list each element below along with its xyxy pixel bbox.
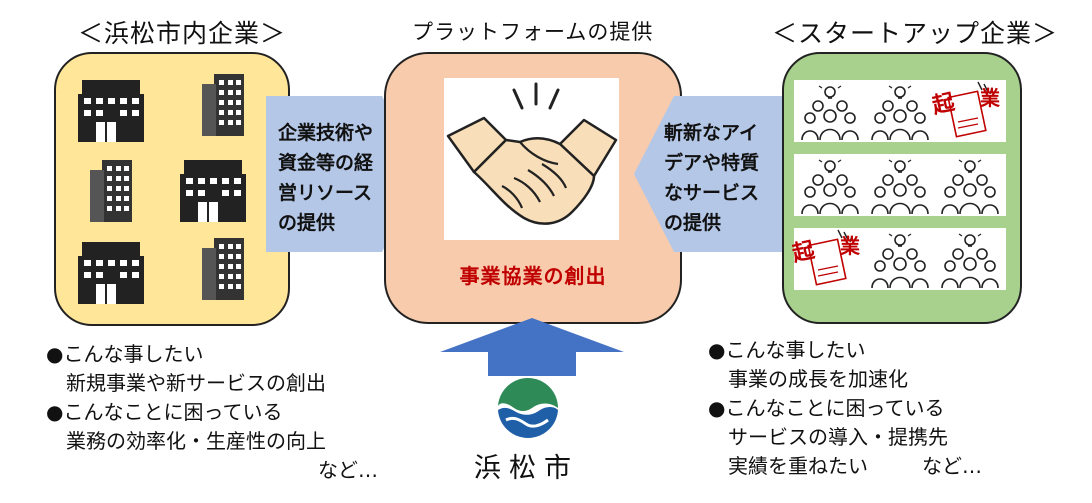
hamamatsu-city-logo: [498, 377, 558, 439]
startup-needs-list: ●こんな事したい 事業の成長を加速化 ●こんなことに困っている サービスの導入・…: [708, 336, 982, 481]
team-idea-icon: [871, 159, 929, 215]
tower-icon: [90, 160, 132, 222]
need-heading-1: ●こんな事したい: [46, 342, 204, 366]
startup-badge-char2: 業: [840, 234, 860, 258]
need-heading-2: ●こんなことに困っている: [708, 396, 945, 420]
idea-arrow-label: 斬新なアイ デアや特質 なサービス の提供: [664, 122, 760, 234]
need-detail-2: 業務の効率化・生産性の向上: [66, 429, 326, 453]
need-detail-3-text: 実績を重ねたい: [728, 454, 868, 478]
building-icon: [180, 160, 246, 222]
right-heading: ＜スタートアップ企業＞: [772, 19, 1059, 48]
team-idea-icon: [941, 159, 999, 215]
building-icon: [78, 80, 144, 142]
startup-icons: [801, 81, 999, 289]
need-heading-2: ●こんなことに困っている: [46, 400, 283, 424]
support-up-arrow: [440, 318, 624, 376]
center-heading: プラットフォームの提供: [412, 20, 654, 44]
team-idea-icon: [801, 85, 859, 141]
startup-badge-icon: [807, 229, 853, 286]
left-heading: ＜浜松市内企業＞: [78, 19, 287, 48]
need-heading-1: ●こんな事したい: [708, 338, 866, 362]
need-etc: など…: [922, 454, 982, 478]
idea-arrow: [634, 96, 782, 252]
collaboration-caption: 事業協業の創出: [459, 264, 607, 288]
startup-badge-icon: [947, 81, 993, 138]
need-detail-2: サービスの導入・提携先: [728, 425, 948, 449]
startup-badge-char2: 業: [980, 86, 1000, 110]
team-idea-icon: [871, 233, 929, 289]
tower-icon: [202, 238, 244, 300]
team-idea-icon: [871, 85, 929, 141]
team-idea-icon: [941, 233, 999, 289]
handshake-icon: [446, 82, 618, 225]
building-icon: [78, 242, 144, 304]
resource-arrow-label: 企業技術や 資金等の経 営リソース の提供: [278, 122, 374, 234]
need-etc: など…: [318, 458, 378, 482]
need-detail-3: 実績を重ねたい など…: [708, 452, 982, 481]
local-needs-list: ●こんな事したい 新規事業や新サービスの創出 ●こんなことに困っている 業務の効…: [46, 340, 378, 485]
need-detail-1: 事業の成長を加速化: [728, 367, 908, 391]
buildings-group: [78, 74, 246, 304]
team-idea-icon: [801, 159, 859, 215]
tower-icon: [202, 74, 244, 136]
city-name: 浜松市: [474, 453, 579, 484]
need-detail-1: 新規事業や新サービスの創出: [66, 371, 326, 395]
